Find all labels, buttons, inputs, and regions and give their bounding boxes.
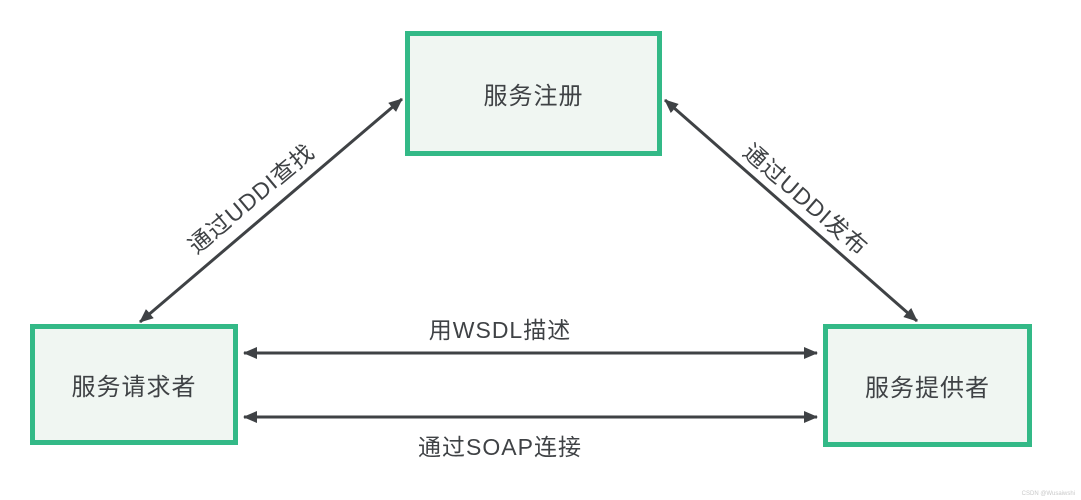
csdn-watermark: CSDN @Wusaiwshi <box>1021 491 1075 497</box>
node-service-requester: 服务请求者 <box>30 324 238 445</box>
edge-uddi-publish-arrow <box>664 98 918 323</box>
edge-uddi-find-arrow <box>139 97 403 324</box>
node-service-provider: 服务提供者 <box>823 324 1032 447</box>
edge-label-wsdl: 用WSDL描述 <box>428 317 572 343</box>
node-service-provider-label: 服务提供者 <box>865 375 990 402</box>
node-service-requester-label: 服务请求者 <box>71 374 197 401</box>
edge-label-soap: 通过SOAP连接 <box>418 434 582 460</box>
node-service-registry: 服务注册 <box>405 31 662 156</box>
node-service-registry-label: 服务注册 <box>483 83 584 110</box>
